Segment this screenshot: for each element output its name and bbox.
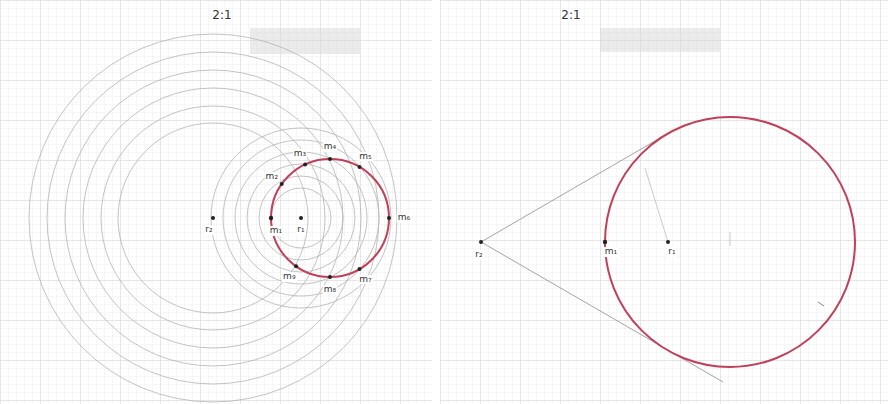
point-label: m₄ [323, 142, 337, 152]
construction-circles [29, 34, 397, 402]
scale-title: 2:1 [211, 9, 232, 22]
smudge [600, 28, 720, 52]
point-dots [479, 240, 670, 244]
point-label: m₃ [293, 149, 307, 159]
point-label: m₂ [265, 172, 279, 182]
point-label: m₁ [269, 226, 283, 236]
smudge [250, 28, 360, 54]
point-label: r₁ [667, 247, 676, 257]
point-label: m₇ [358, 275, 372, 285]
point-label: r₂ [204, 225, 213, 235]
apollonius-circle [605, 117, 855, 367]
point-label: m₉ [282, 272, 296, 282]
scale-title: 2:1 [560, 9, 581, 22]
point-label: m₁ [604, 247, 618, 257]
graph-paper [0, 0, 432, 404]
point-label: r₁ [296, 225, 305, 235]
point-label: r₂ [474, 250, 483, 260]
point-label: m₅ [358, 152, 372, 162]
point-dots [211, 157, 391, 279]
graph-paper [440, 0, 888, 404]
apollonius-circle [271, 159, 389, 277]
point-label: m₆ [397, 213, 411, 223]
tangent-lines [481, 134, 824, 382]
point-label: m₈ [323, 285, 337, 295]
